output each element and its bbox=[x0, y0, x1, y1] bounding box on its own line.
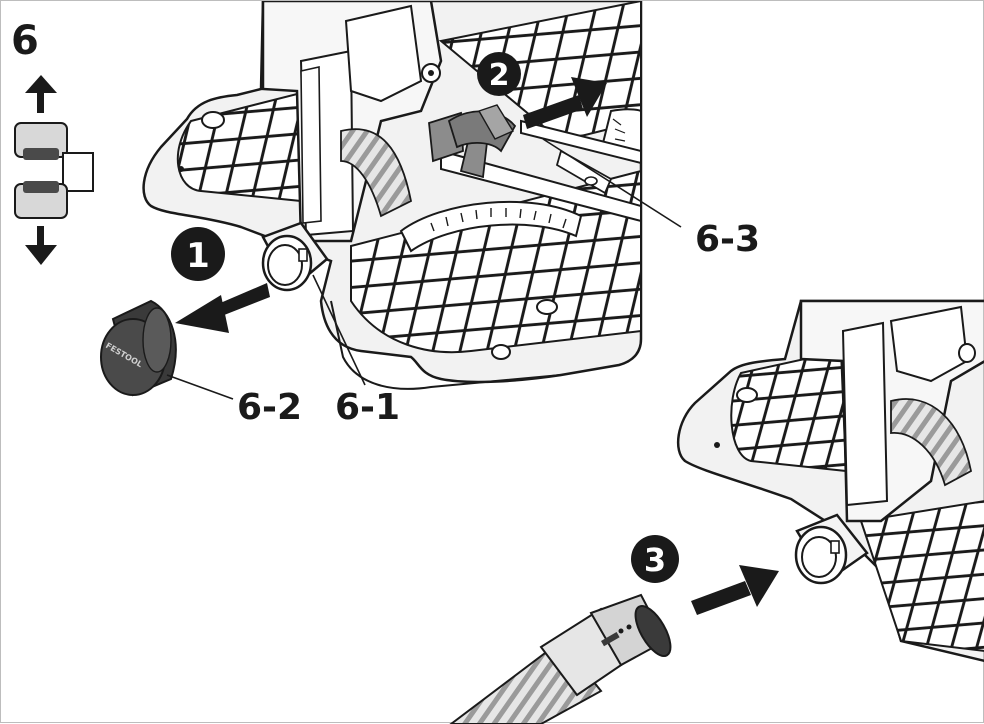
callout-6-1: 6-1 bbox=[335, 387, 400, 428]
arrow-up-icon bbox=[25, 75, 57, 113]
figure-number: 6 bbox=[11, 18, 39, 64]
arrow-down-icon bbox=[25, 226, 57, 265]
step-3-badge: 3 bbox=[631, 535, 679, 583]
svg-text:3: 3 bbox=[644, 541, 666, 579]
saw-table-lower bbox=[677, 299, 984, 663]
svg-text:1: 1 bbox=[186, 236, 210, 276]
step-2-badge: 2 bbox=[477, 52, 521, 96]
saw-table-upper bbox=[142, 1, 643, 390]
leader-6-3 bbox=[542, 138, 682, 228]
arrow-right-icon bbox=[691, 565, 779, 615]
riving-knife-part bbox=[428, 104, 517, 179]
arrow-left-icon bbox=[175, 283, 270, 333]
dust-port-lower bbox=[794, 513, 869, 585]
extraction-hose bbox=[449, 593, 672, 724]
dust-port-6-1 bbox=[261, 221, 329, 292]
dust-cap-6-2: FESTOOL bbox=[100, 299, 177, 397]
callout-6-3: 6-3 bbox=[695, 219, 760, 260]
leader-6-2 bbox=[166, 374, 234, 400]
leader-6-1 bbox=[312, 274, 366, 386]
svg-text:2: 2 bbox=[489, 58, 510, 93]
clamp-open-icon bbox=[14, 75, 94, 265]
arrow-right-icon bbox=[523, 77, 607, 129]
step-1-badge: 1 bbox=[171, 227, 225, 281]
callout-6-2: 6-2 bbox=[237, 387, 302, 428]
